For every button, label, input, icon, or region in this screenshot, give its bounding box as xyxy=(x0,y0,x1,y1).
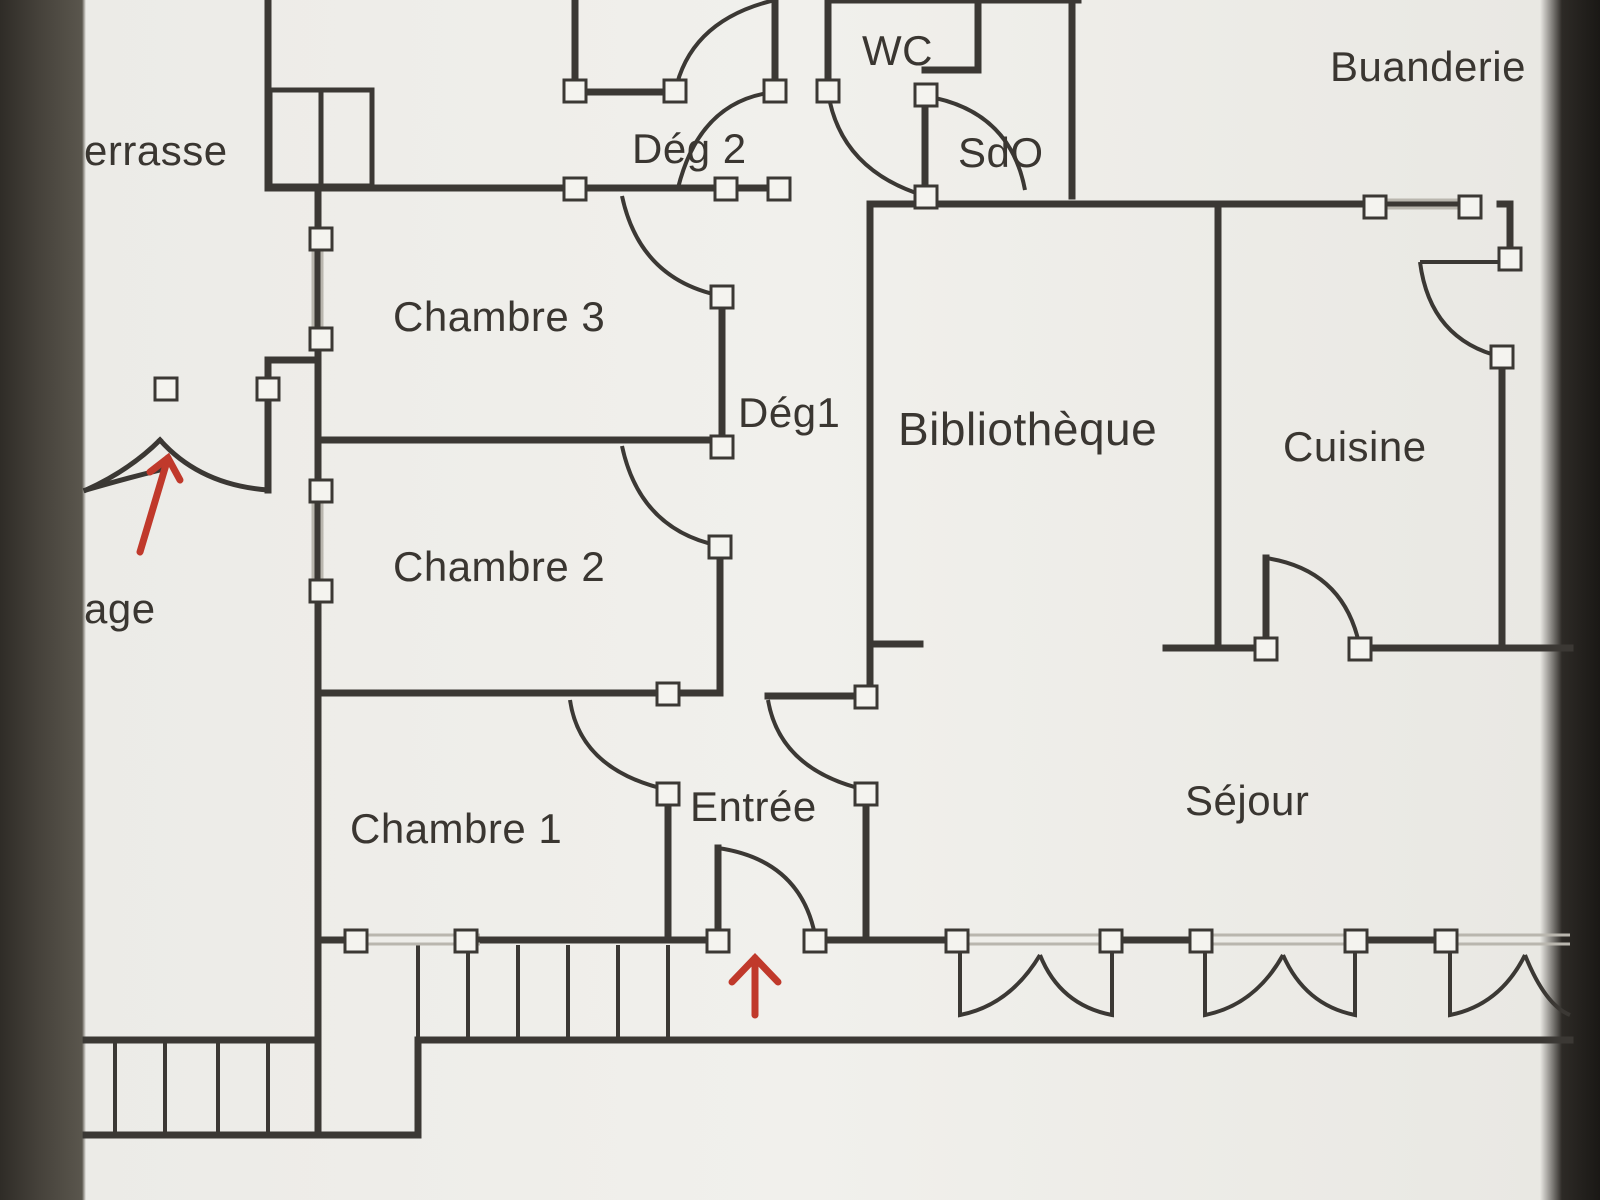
label-buanderie: Buanderie xyxy=(1330,43,1526,90)
garage-arrow-icon xyxy=(136,452,184,556)
label-garage: age xyxy=(84,585,156,632)
label-entree: Entrée xyxy=(690,783,817,830)
stairs xyxy=(113,945,670,1135)
windows xyxy=(311,198,1570,946)
entry-arrow-icon xyxy=(728,952,782,1019)
walls xyxy=(82,0,1574,1139)
label-cuisine: Cuisine xyxy=(1283,423,1427,470)
label-chambre3: Chambre 3 xyxy=(393,293,606,340)
door-swings xyxy=(568,0,1571,1018)
label-bibliotheque: Bibliothèque xyxy=(898,403,1158,455)
label-deg1: Dég1 xyxy=(738,389,841,436)
label-sdo: SdO xyxy=(958,129,1044,176)
door-handles xyxy=(153,78,1523,954)
label-sejour: Séjour xyxy=(1185,777,1310,824)
label-deg2: Dég 2 xyxy=(632,125,747,172)
label-wc: WC xyxy=(862,27,933,74)
label-terrasse: errasse xyxy=(84,127,228,174)
label-chambre2: Chambre 2 xyxy=(393,543,606,590)
label-chambre1: Chambre 1 xyxy=(350,805,563,852)
